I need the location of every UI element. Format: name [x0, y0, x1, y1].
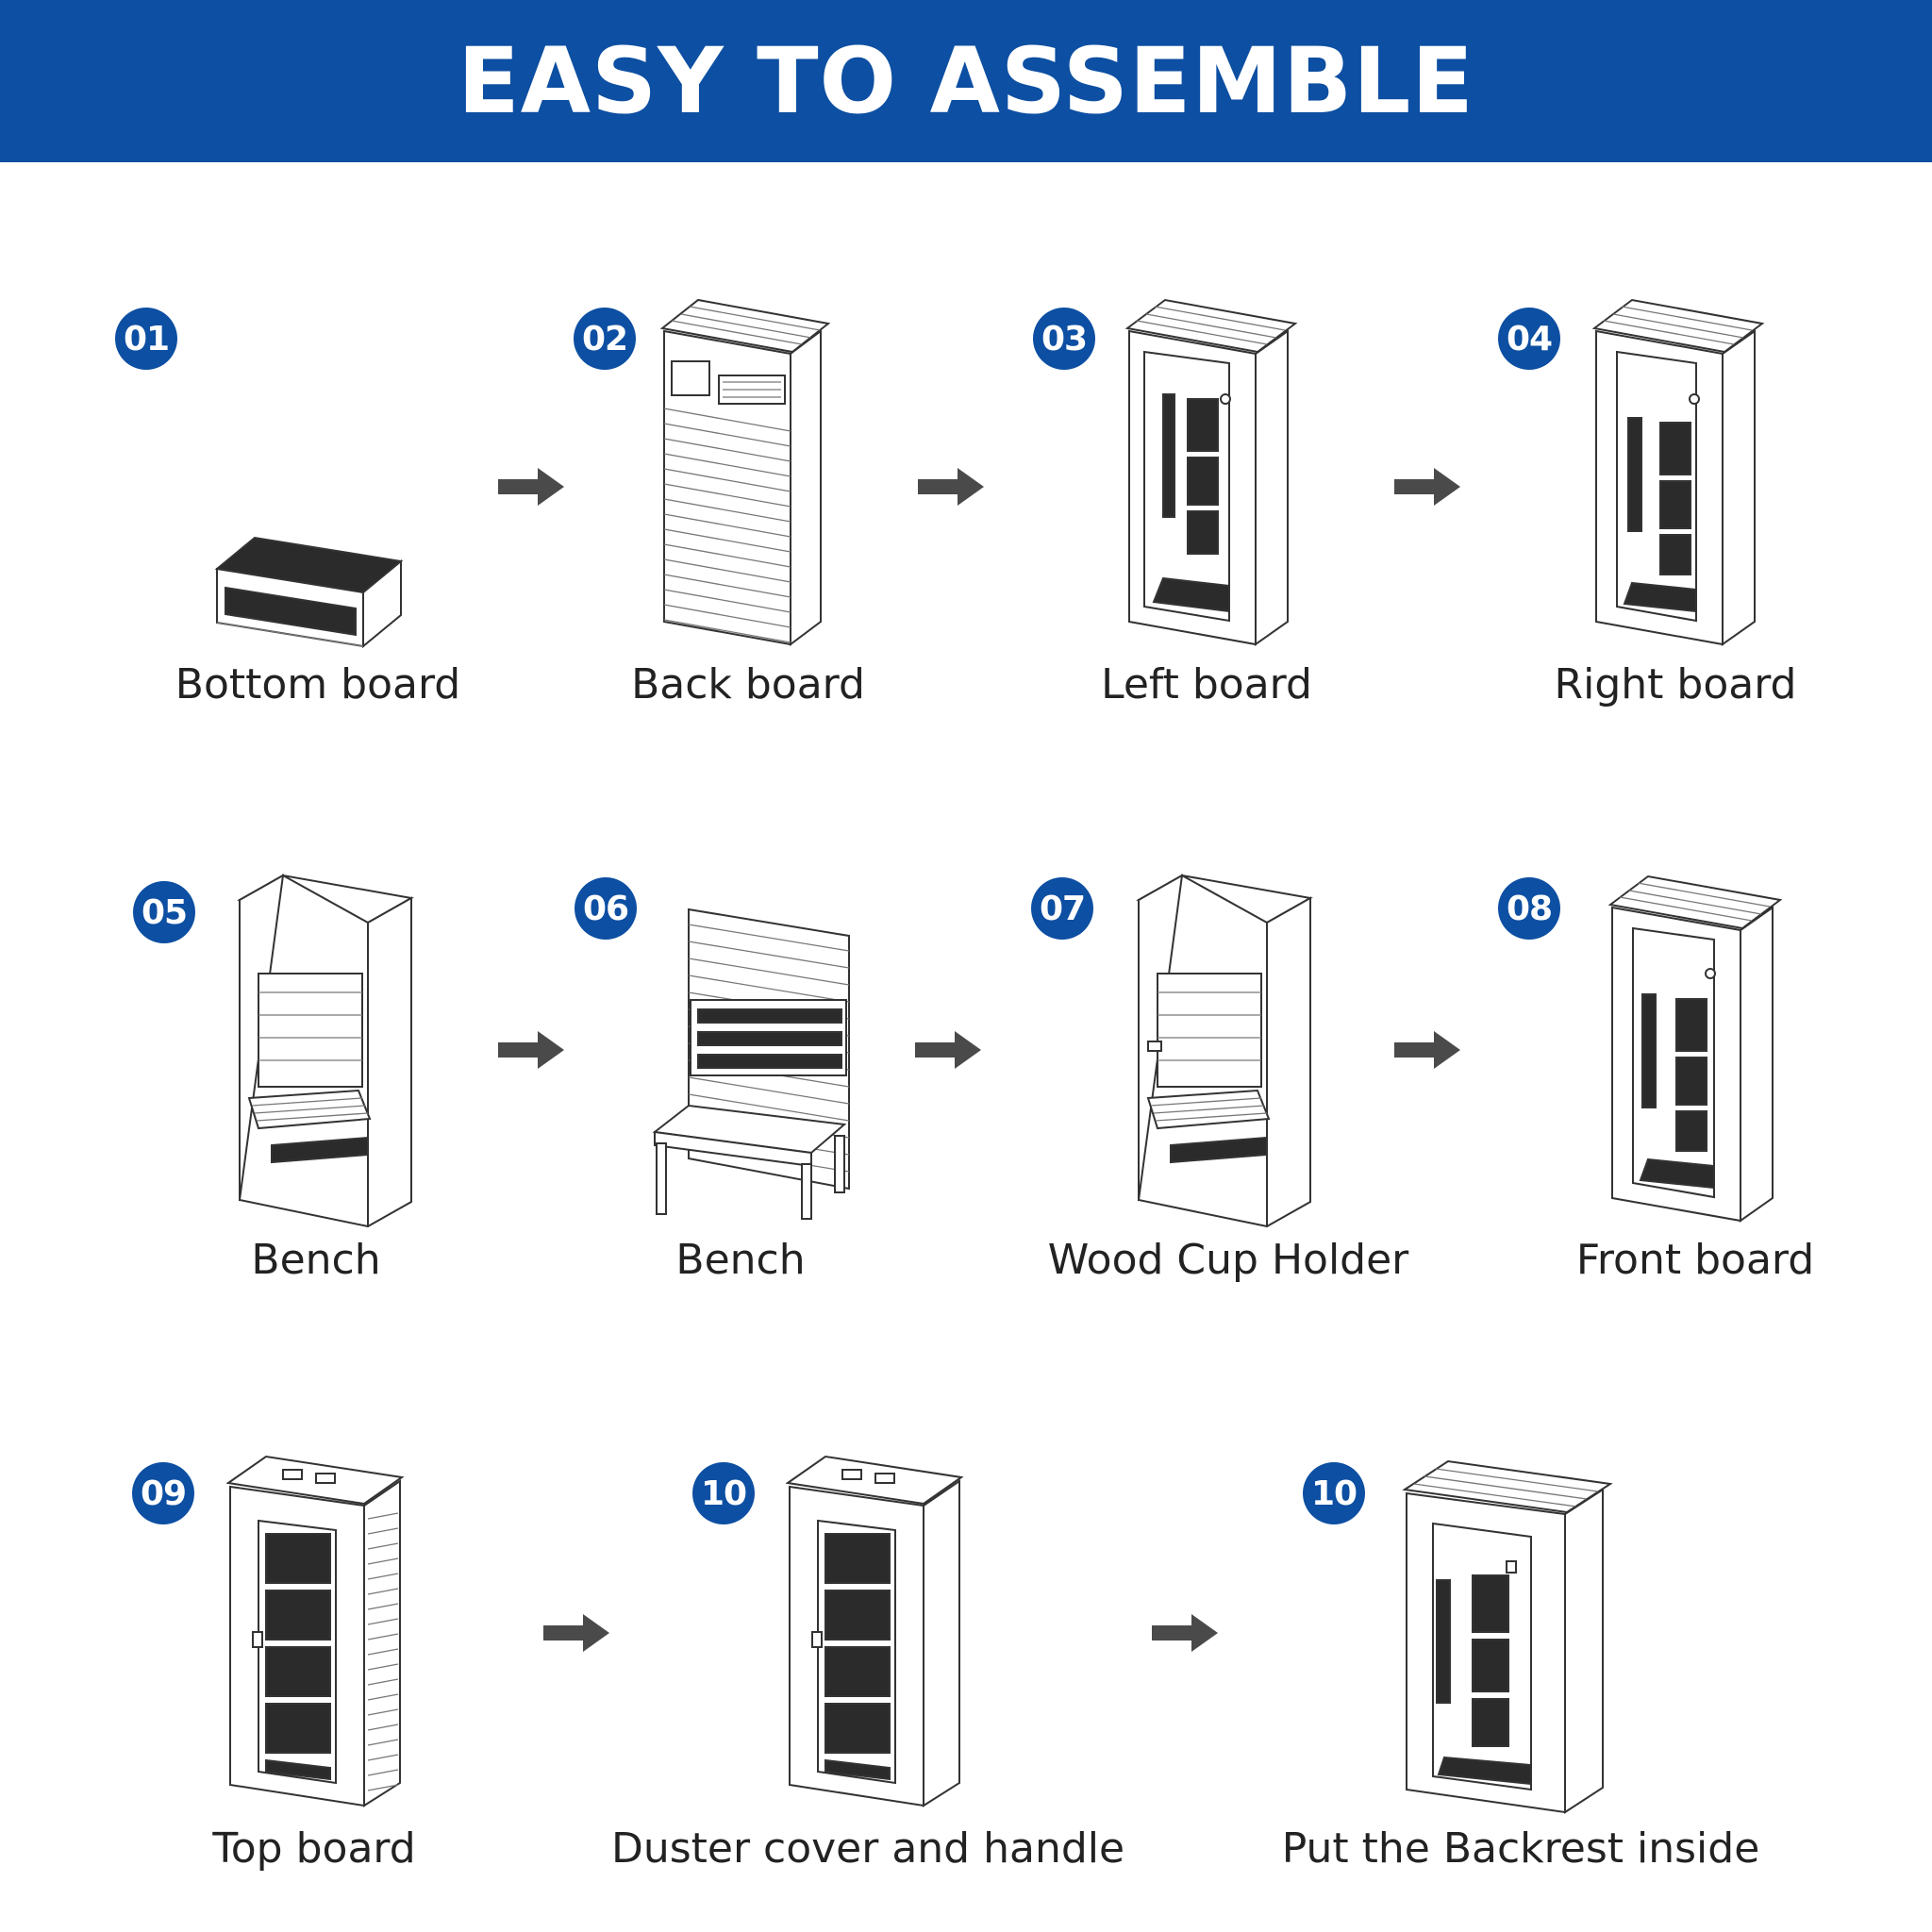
- step-label: Bottom board: [175, 660, 461, 708]
- next-step-arrow-icon: [915, 1031, 981, 1069]
- step-label: Back board: [631, 660, 865, 708]
- step-badge: 07: [1031, 877, 1093, 940]
- wood-cup-holder-illustration: [1136, 874, 1313, 1227]
- next-step-arrow-icon: [543, 1614, 609, 1652]
- left-board-illustration: [1125, 298, 1298, 646]
- step-badge: 03: [1033, 308, 1095, 370]
- next-step-arrow-icon: [1152, 1614, 1218, 1652]
- step-badge: 06: [575, 877, 637, 940]
- step-label: Top board: [212, 1824, 416, 1873]
- step-badge: 05: [133, 881, 195, 943]
- back-board-illustration: [660, 298, 831, 646]
- step-label: Front board: [1575, 1236, 1815, 1284]
- bench-illustration: [652, 908, 850, 1220]
- next-step-arrow-icon: [498, 468, 564, 506]
- step-label: Wood Cup Holder: [1047, 1236, 1409, 1284]
- step-badge: 04: [1498, 308, 1560, 370]
- backrest-inside-illustration: [1402, 1459, 1613, 1814]
- next-step-arrow-icon: [498, 1031, 564, 1069]
- step-label: Put the Backrest inside: [1281, 1824, 1760, 1873]
- step-badge: 09: [132, 1462, 194, 1524]
- step-badge: 10: [1303, 1462, 1365, 1524]
- bottom-board-illustration: [214, 536, 404, 649]
- top-board-illustration: [226, 1455, 405, 1807]
- step-badge: 08: [1498, 877, 1560, 940]
- step-label: Bench: [675, 1236, 806, 1284]
- next-step-arrow-icon: [918, 468, 984, 506]
- step-label: Left board: [1101, 660, 1312, 708]
- bench-cabin-illustration: [237, 874, 414, 1227]
- step-badge: 02: [574, 308, 636, 370]
- step-label: Duster cover and handle: [610, 1824, 1125, 1873]
- header-banner: EASY TO ASSEMBLE: [0, 0, 1932, 162]
- step-label: Bench: [251, 1236, 381, 1284]
- page-title: EASY TO ASSEMBLE: [458, 28, 1474, 134]
- duster-cover-illustration: [786, 1455, 964, 1807]
- next-step-arrow-icon: [1394, 1031, 1460, 1069]
- step-badge: 10: [692, 1462, 755, 1524]
- next-step-arrow-icon: [1394, 468, 1460, 506]
- step-label: Right board: [1554, 660, 1797, 708]
- step-badge: 01: [115, 308, 177, 370]
- front-board-illustration: [1608, 874, 1783, 1223]
- right-board-illustration: [1592, 298, 1765, 646]
